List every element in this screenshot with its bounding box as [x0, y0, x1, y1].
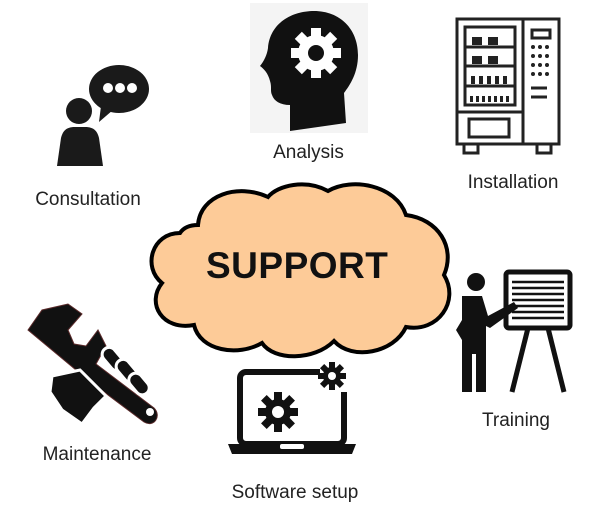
maintenance-node: [22, 300, 162, 430]
maintenance-label: Maintenance: [42, 444, 152, 465]
software-setup-node: [228, 358, 358, 458]
support-title: SUPPORT: [206, 245, 389, 286]
speech-bubble-person-icon: [45, 62, 155, 170]
installation-label: Installation: [467, 172, 559, 193]
training-label: Training: [482, 410, 550, 431]
installation-node: [455, 16, 563, 156]
analysis-label: Analysis: [273, 142, 344, 163]
head-gear-icon: [250, 3, 368, 133]
vending-machine-icon: [455, 16, 563, 156]
hand-wrench-icon: [22, 300, 162, 430]
analysis-node: [250, 3, 368, 133]
software-setup-label: Software setup: [231, 482, 359, 503]
consultation-node: [45, 62, 155, 170]
consultation-label: Consultation: [35, 189, 141, 210]
laptop-gears-icon: [228, 358, 358, 458]
training-node: [448, 268, 578, 398]
presenter-board-icon: [448, 268, 578, 398]
support-cloud: SUPPORT: [138, 175, 458, 365]
